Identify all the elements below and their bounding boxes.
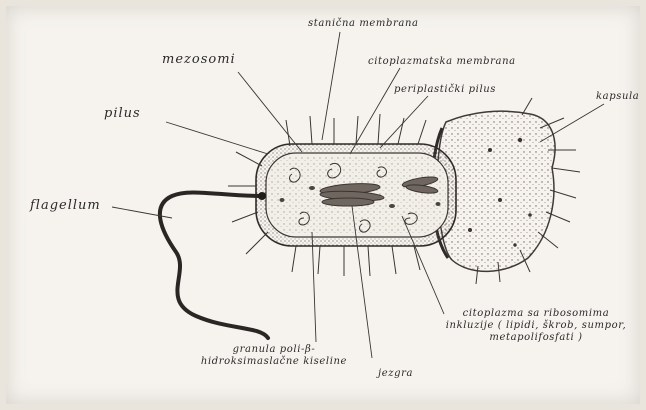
label-periplasticki-pilus: periplastički pilus [394,84,496,95]
label-kapsula: kapsula [596,91,639,102]
label-granula: granula poli-β-hidroksimaslačne kiseline [196,344,352,368]
label-flagellum: flagellum [30,198,101,213]
label-mezosomi: mezosomi [162,52,236,67]
label-pilus: pilus [104,106,141,121]
label-jezgra: jezgra [378,368,413,379]
basal-body [258,192,266,200]
label-stanicna-membrana: stanična membrana [308,18,419,29]
label-citoplazma: citoplazma sa ribosomima inkluzije ( lip… [438,308,634,344]
label-citoplazmatska-membrana: citoplazmatska membrana [368,56,516,67]
